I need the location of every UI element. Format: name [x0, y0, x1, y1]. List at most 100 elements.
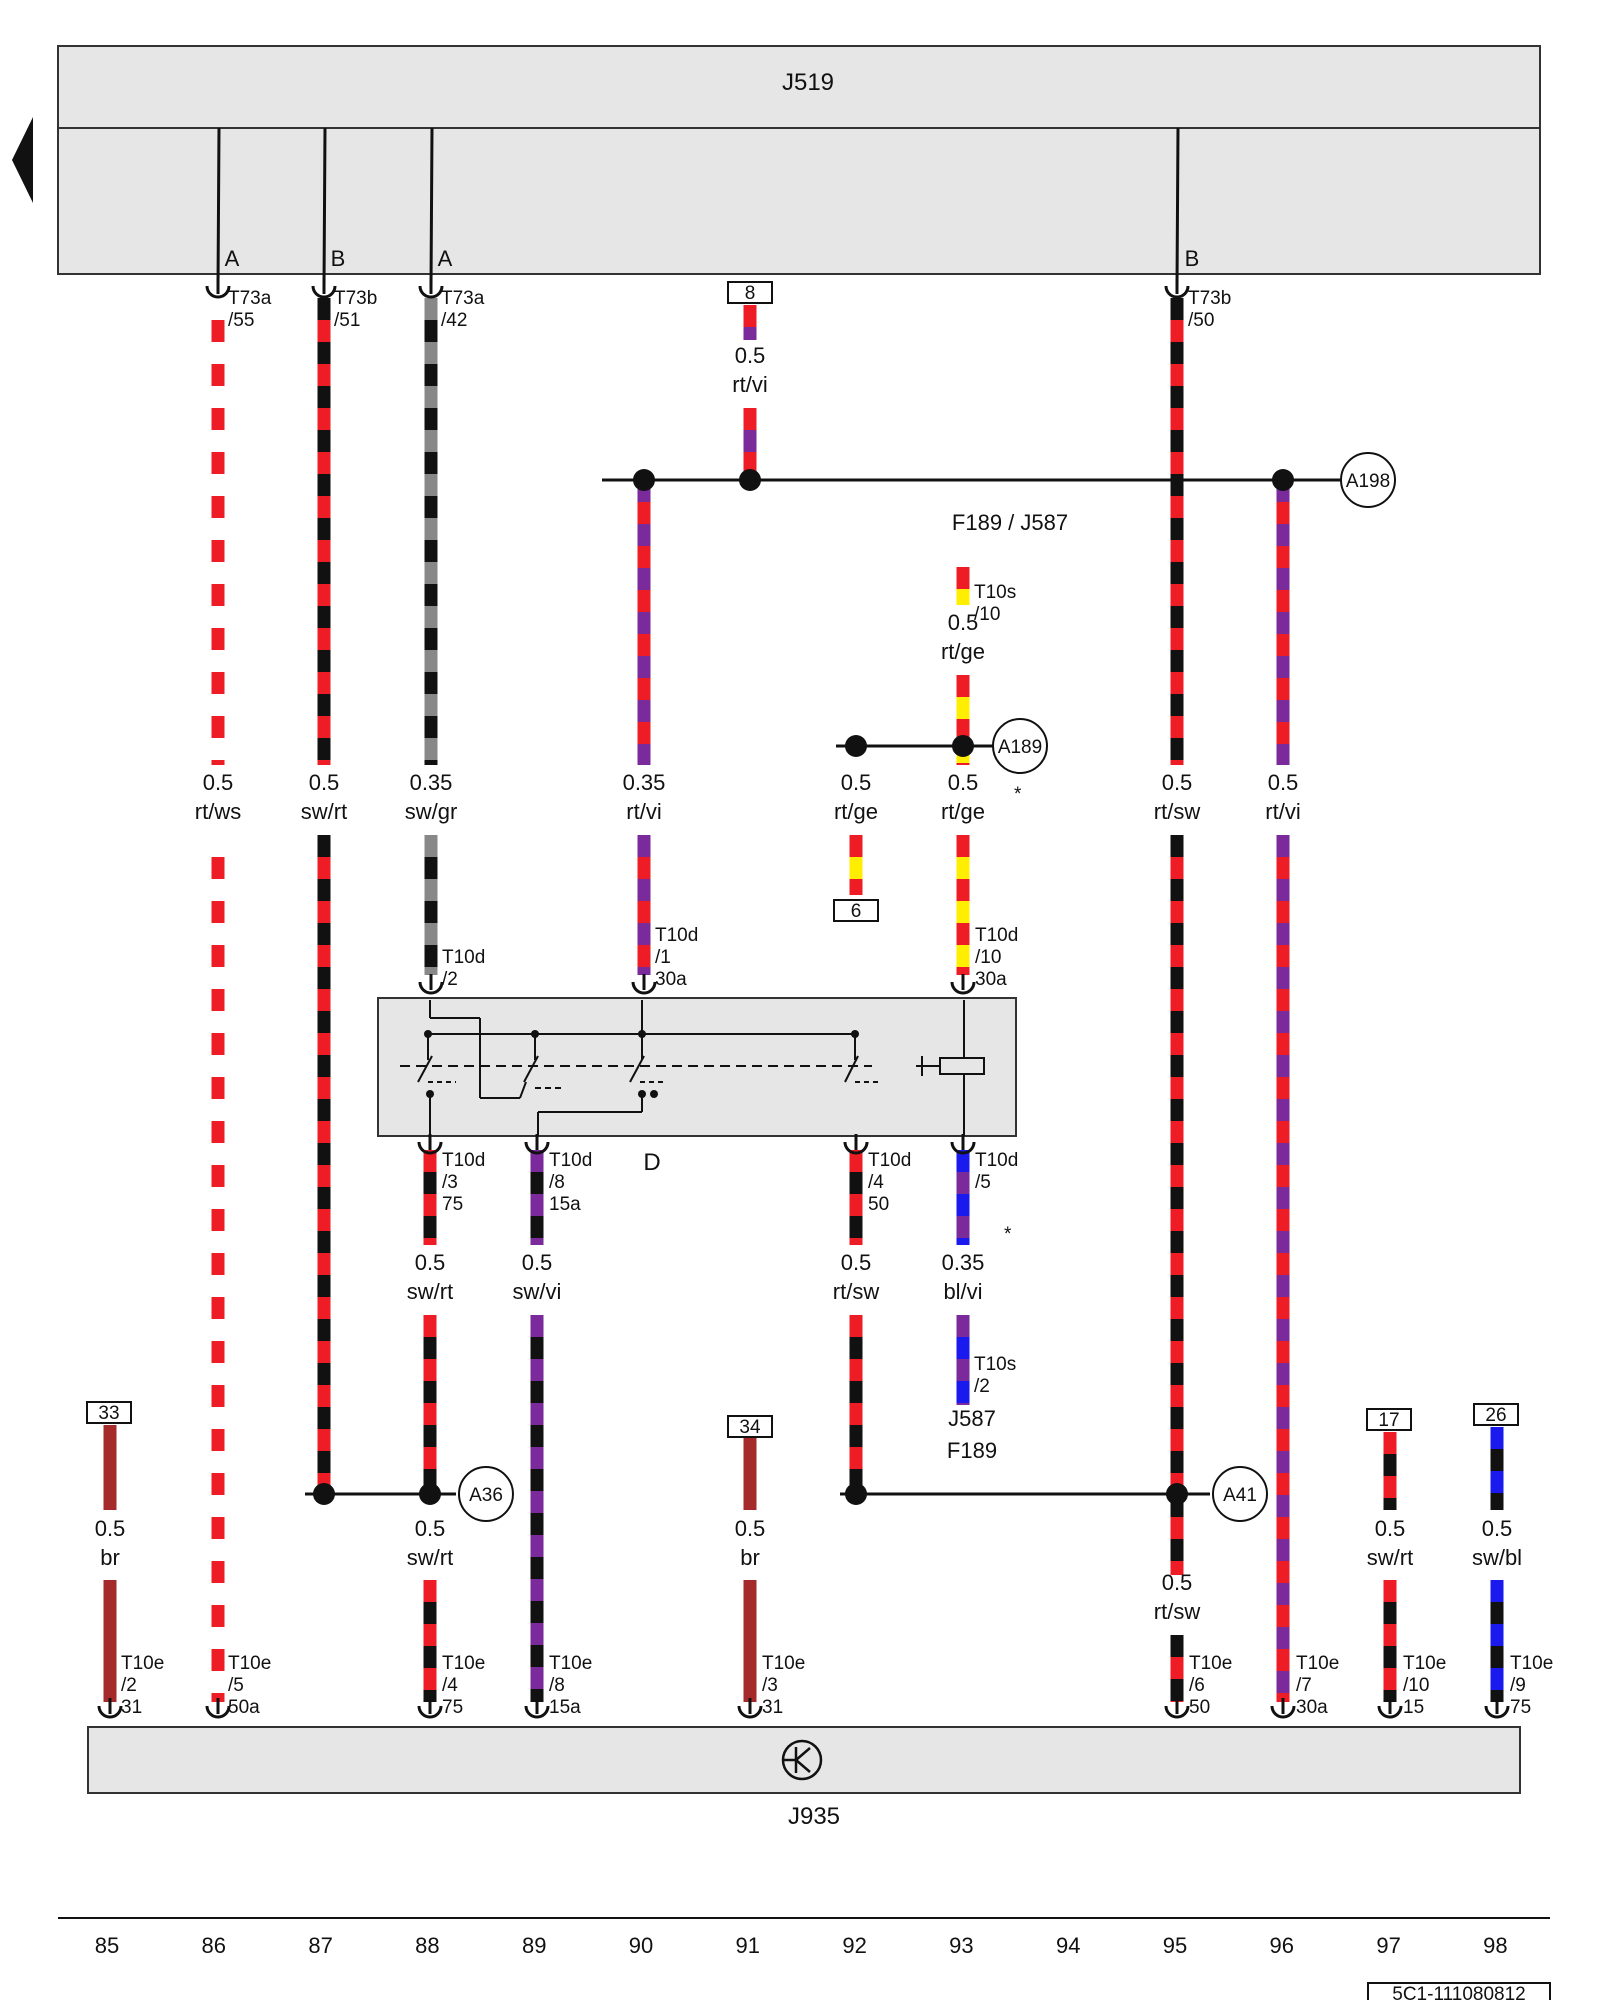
switch-contact-node — [638, 1090, 646, 1098]
connector-pin-icon — [524, 1141, 550, 1155]
splice-a41-label: A41 — [1223, 1485, 1257, 1506]
splice-dot — [313, 1483, 335, 1505]
splice-circle-a189 — [992, 718, 1048, 774]
module-j935 — [87, 1726, 1521, 1794]
wire-lead — [1175, 127, 1180, 287]
switch-contact-node — [851, 1030, 859, 1038]
connector-t10d-5: T10d/5 — [975, 1150, 1018, 1193]
connector-pin-icon — [1377, 1705, 1403, 1719]
reference-box-6[interactable] — [833, 899, 879, 922]
splice-dot — [845, 1483, 867, 1505]
splice-dot — [952, 735, 974, 757]
column-number: 85 — [95, 1933, 119, 1958]
switch-contact-node — [424, 1030, 432, 1038]
reference-box-34[interactable] — [727, 1415, 773, 1438]
pin-layer — [97, 278, 1510, 1719]
reference-box-26[interactable] — [1473, 1403, 1519, 1426]
reference-6-label: 6 — [851, 901, 862, 922]
asterisk-note: * — [1004, 1224, 1012, 1245]
column-number: 93 — [949, 1933, 973, 1958]
doc-id: 5C1-111080812 — [1392, 1984, 1525, 2000]
connector-pin-icon — [843, 1141, 869, 1155]
splice-dot — [739, 469, 761, 491]
wire-lead — [216, 127, 221, 287]
column-number: 95 — [1163, 1933, 1187, 1958]
connector-pin-icon — [417, 1705, 443, 1719]
column-number: 91 — [736, 1933, 760, 1958]
wire-lead — [429, 127, 434, 287]
side-letter: B — [1185, 246, 1200, 271]
column-number: 92 — [842, 1933, 866, 1958]
connector-pin-icon — [417, 1141, 443, 1155]
switch-d-internals — [400, 1000, 985, 1136]
connector-pin-icon — [737, 1705, 763, 1719]
connector-pin-icon — [631, 981, 657, 995]
connector-pin-icon — [418, 981, 444, 995]
connector-t73a-55: T73a/55 — [228, 288, 272, 331]
splice-dot — [633, 469, 655, 491]
column-number: 96 — [1270, 1933, 1294, 1958]
page-back-arrow-icon[interactable] — [12, 117, 33, 203]
column-number: 88 — [415, 1933, 439, 1958]
connector-pin-icon — [524, 1705, 550, 1719]
splice-dot — [419, 1483, 441, 1505]
switch-contact-node — [531, 1030, 539, 1038]
reference-box-17[interactable] — [1366, 1408, 1412, 1431]
connector-t10s-2: T10s/2 — [974, 1354, 1016, 1397]
connector-t73b-50: T73b/50 — [1188, 288, 1231, 331]
fuse-relay-label-f189: F189 — [947, 1438, 997, 1463]
side-letter: A — [438, 246, 453, 271]
ground-transistor-icon — [781, 1739, 823, 1781]
doc-id-box — [1367, 1982, 1551, 2000]
column-number: 94 — [1056, 1933, 1080, 1958]
splice-a36-label: A36 — [469, 1485, 503, 1506]
splice-dot — [1166, 1483, 1188, 1505]
connector-pin-icon — [1164, 285, 1190, 299]
column-number: 89 — [522, 1933, 546, 1958]
connector-pin-icon — [205, 1705, 231, 1719]
splice-circle-a36 — [458, 1466, 514, 1522]
splice-a189-label: A189 — [998, 737, 1042, 758]
splice-circle-a198 — [1340, 452, 1396, 508]
column-number: 90 — [629, 1933, 653, 1958]
connector-pin-icon — [97, 1705, 123, 1719]
connector-pin-icon — [1270, 1705, 1296, 1719]
splice-dot — [1272, 469, 1294, 491]
module-j519-label: J519 — [782, 69, 834, 96]
wire-layer — [103, 127, 1504, 1702]
connector-pin-icon — [1484, 1705, 1510, 1719]
side-letter: A — [225, 246, 240, 271]
splice-dot — [845, 735, 867, 757]
reference-box-8[interactable] — [727, 281, 773, 304]
column-number: 87 — [308, 1933, 332, 1958]
side-letter: B — [331, 246, 346, 271]
module-j935-label: J935 — [788, 1803, 840, 1830]
connector-pin-icon — [205, 285, 231, 299]
connector-pin-icon — [950, 1141, 976, 1155]
reference-box-33[interactable] — [86, 1401, 132, 1424]
connector-pin-icon — [1164, 1705, 1190, 1719]
